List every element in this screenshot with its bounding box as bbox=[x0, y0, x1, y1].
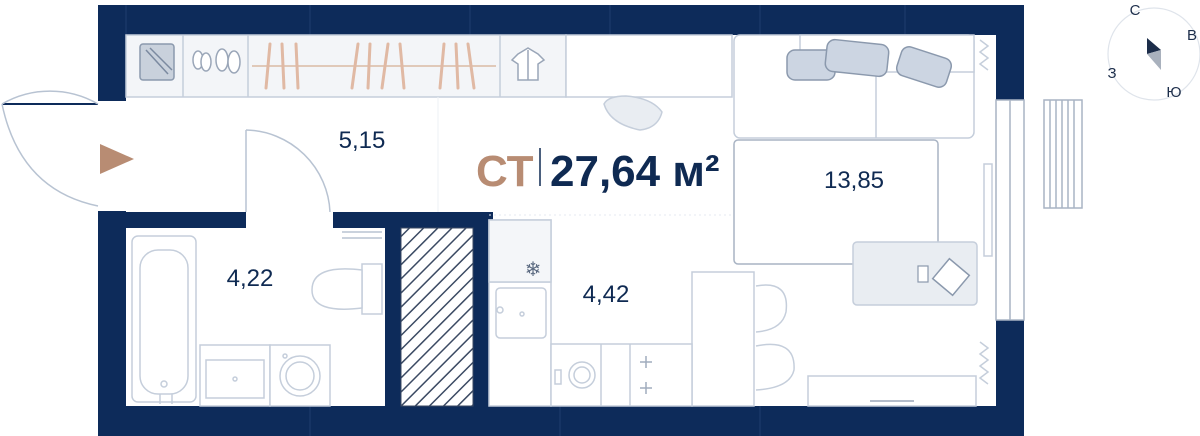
towel-rail bbox=[342, 231, 382, 239]
armchair bbox=[603, 95, 663, 131]
snowflake-icon: ❄ bbox=[525, 257, 542, 281]
hangers-icon bbox=[264, 42, 476, 90]
bathtub bbox=[131, 235, 197, 404]
bed bbox=[733, 139, 939, 265]
cushions bbox=[786, 38, 953, 88]
compass-east: В bbox=[1187, 27, 1197, 44]
wall-bottom bbox=[98, 406, 1024, 436]
window bbox=[995, 99, 1025, 321]
walls bbox=[98, 5, 1024, 436]
fridge: ❄ bbox=[488, 219, 552, 283]
compass-south-arrow-icon bbox=[1147, 50, 1161, 70]
shaft bbox=[400, 227, 474, 407]
wall-left-upper bbox=[98, 5, 126, 100]
kitchen-area-label: 4,42 bbox=[583, 281, 630, 308]
wall-right-upper bbox=[996, 5, 1024, 100]
wall-left-lower bbox=[98, 212, 126, 436]
wall-kitchen-divider bbox=[473, 212, 489, 406]
dishwasher bbox=[554, 361, 596, 389]
compass-south: Ю bbox=[1166, 84, 1181, 101]
radiator bbox=[978, 39, 993, 385]
washbasin bbox=[199, 344, 271, 407]
apartment-type-label: СТ bbox=[476, 147, 534, 196]
washing-machine bbox=[269, 344, 331, 407]
entrance-door bbox=[1, 90, 126, 213]
wall-bath-top-right bbox=[333, 212, 493, 228]
entrance-arrow-icon bbox=[100, 144, 134, 174]
bathroom-area-label: 4,22 bbox=[227, 265, 274, 292]
compass-west: З bbox=[1107, 65, 1116, 82]
hall-area-label: 5,15 bbox=[339, 127, 386, 154]
cooktop bbox=[640, 356, 652, 394]
shirt-icon bbox=[510, 47, 546, 81]
kitchen-sink bbox=[495, 287, 547, 339]
total-area-label: 27,64 м² bbox=[550, 147, 720, 196]
compass: С В Ю З bbox=[1107, 2, 1200, 101]
compass-north-arrow-icon bbox=[1147, 38, 1161, 54]
dining-table bbox=[691, 271, 795, 407]
wall-bath-divider bbox=[385, 212, 401, 406]
compass-north: С bbox=[1130, 2, 1141, 19]
wall-top bbox=[98, 5, 1024, 35]
shelf bbox=[807, 375, 977, 407]
shoes-icon bbox=[192, 48, 241, 74]
toilet bbox=[311, 263, 383, 315]
balcony bbox=[1043, 99, 1083, 209]
living-area-label: 13,85 bbox=[824, 167, 884, 194]
wall-right-lower bbox=[996, 320, 1024, 436]
desk bbox=[852, 241, 978, 306]
bathroom-door bbox=[245, 129, 331, 213]
wall-bath-top-left bbox=[126, 212, 246, 228]
towel-icon bbox=[139, 43, 175, 81]
